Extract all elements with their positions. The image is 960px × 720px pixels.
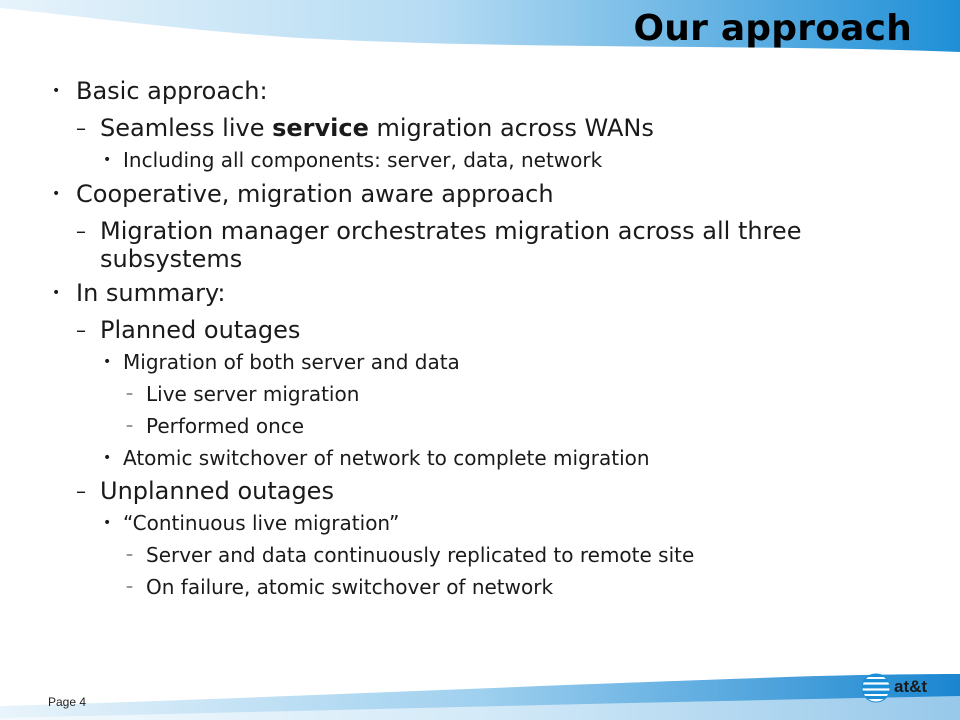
bullet-performed-once: – Performed once: [126, 414, 305, 438]
bullet-migration-server-data: • Migration of both server and data: [103, 350, 460, 374]
bullet-basic-approach: • Basic approach:: [52, 77, 268, 105]
logo-wordmark: at&t: [894, 677, 928, 696]
page-number: Page 4: [48, 695, 87, 709]
bullet-small-dash-icon: –: [126, 547, 133, 563]
bullet-dot-icon: •: [52, 186, 61, 202]
bullet-dot-icon: •: [103, 152, 112, 168]
bullet-dot-icon: •: [103, 515, 112, 531]
bullet-list: • Basic approach: – Seamless live servic…: [48, 76, 908, 606]
bullet-dash-icon: –: [76, 219, 86, 243]
footer-swoosh: [0, 674, 960, 720]
bullet-continuously-replicated: – Server and data continuously replicate…: [126, 543, 695, 567]
bullet-dot-icon: •: [103, 354, 112, 370]
bullet-atomic-switchover: • Atomic switchover of network to comple…: [103, 446, 650, 470]
bullet-migration-manager: – Migration manager orchestrates migrati…: [76, 217, 802, 273]
bullet-small-dash-icon: –: [126, 579, 133, 595]
bullet-live-server-migration: – Live server migration: [126, 382, 360, 406]
bullet-dot-icon: •: [52, 285, 61, 301]
bullet-small-dash-icon: –: [126, 386, 133, 402]
header-swoosh: [0, 0, 960, 52]
bullet-dot-icon: •: [103, 450, 112, 466]
bullet-seamless-migration: – Seamless live service migration across…: [76, 114, 654, 142]
bullet-small-dash-icon: –: [126, 418, 133, 434]
globe-icon: [861, 673, 891, 703]
bullet-unplanned-outages: – Unplanned outages: [76, 477, 334, 505]
bullet-on-failure-switchover: – On failure, atomic switchover of netwo…: [126, 575, 554, 599]
bullet-planned-outages: – Planned outages: [76, 316, 301, 344]
bullet-dash-icon: –: [76, 318, 86, 342]
bullet-dash-icon: –: [76, 479, 86, 503]
bullet-in-summary: • In summary:: [52, 279, 226, 307]
bullet-continuous-live-migration: • “Continuous live migration”: [103, 511, 400, 535]
bullet-dot-icon: •: [52, 83, 61, 99]
bullet-cooperative-approach: • Cooperative, migration aware approach: [52, 180, 554, 208]
att-logo: at&t: [860, 672, 940, 706]
bullet-dash-icon: –: [76, 116, 86, 140]
bullet-all-components: • Including all components: server, data…: [103, 148, 603, 172]
slide-title: Our approach: [633, 8, 912, 49]
